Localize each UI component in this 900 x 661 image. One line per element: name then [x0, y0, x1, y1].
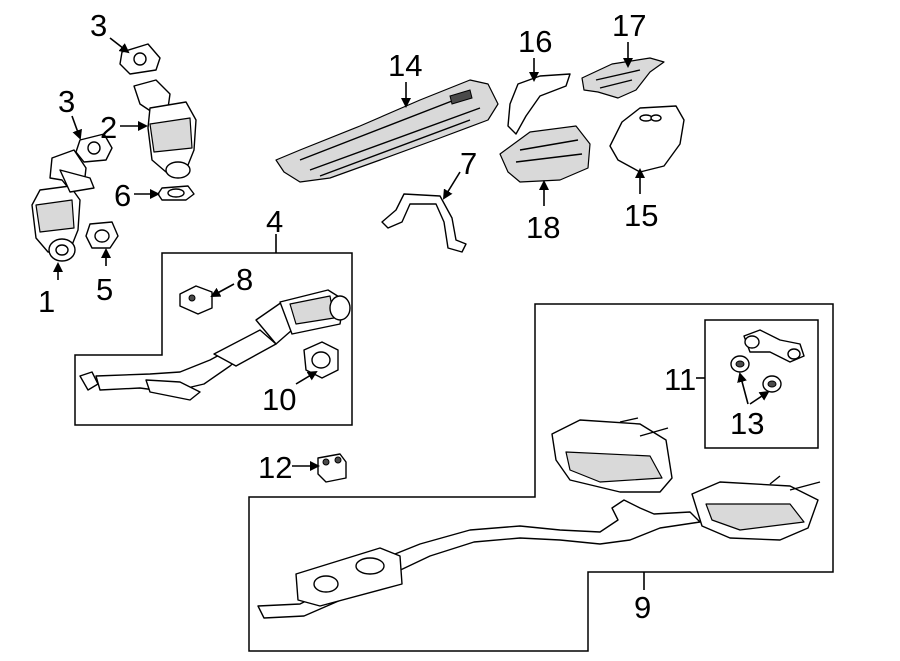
arrow-3a [109, 37, 130, 54]
heat-shield-17 [581, 57, 665, 99]
heat-shield-14 [275, 79, 499, 183]
callout-18: 18 [526, 210, 560, 245]
callout-labels: 1 2 3 3 4 5 6 7 8 9 10 11 12 13 14 15 16… [38, 8, 764, 625]
group-box-9 [248, 303, 834, 652]
arrow-13b [749, 390, 770, 405]
arrow-7 [442, 171, 461, 200]
callout-7: 7 [460, 146, 477, 181]
callout-9: 9 [634, 590, 651, 625]
bracket-7 [381, 193, 467, 253]
group-box-11 [704, 319, 819, 449]
callout-13: 13 [730, 406, 764, 441]
callout-17: 17 [612, 8, 646, 43]
catalytic-converter-right [133, 79, 197, 179]
callout-15: 15 [624, 198, 658, 233]
callout-5: 5 [96, 272, 113, 307]
callout-8: 8 [236, 262, 253, 297]
callout-12: 12 [258, 450, 292, 485]
heat-shield-15 [609, 105, 685, 173]
arrow-8 [210, 283, 235, 297]
callout-14: 14 [388, 48, 422, 83]
hanger-kit-11 [730, 329, 805, 393]
heat-shield-18 [499, 125, 591, 183]
callout-6: 6 [114, 178, 131, 213]
leader-arrows [53, 37, 770, 590]
callout-3b: 3 [58, 84, 75, 119]
callout-1: 1 [38, 284, 55, 319]
callout-11: 11 [664, 362, 696, 397]
group-box-4 [74, 252, 353, 426]
front-pipe-assembly [79, 289, 351, 401]
callout-2: 2 [100, 110, 117, 145]
arrow-10 [295, 370, 318, 385]
callout-10: 10 [262, 382, 296, 417]
hanger-bracket-8 [179, 285, 213, 315]
callout-16: 16 [518, 24, 552, 59]
heat-shield-16 [507, 73, 571, 135]
rear-exhaust-assembly [257, 417, 821, 619]
catalytic-converter-left [31, 149, 95, 262]
callout-4: 4 [266, 204, 283, 239]
isolator-12 [317, 453, 347, 483]
arrow-3b [71, 115, 82, 140]
callout-3a: 3 [90, 8, 107, 43]
arrow-13a [737, 372, 749, 405]
